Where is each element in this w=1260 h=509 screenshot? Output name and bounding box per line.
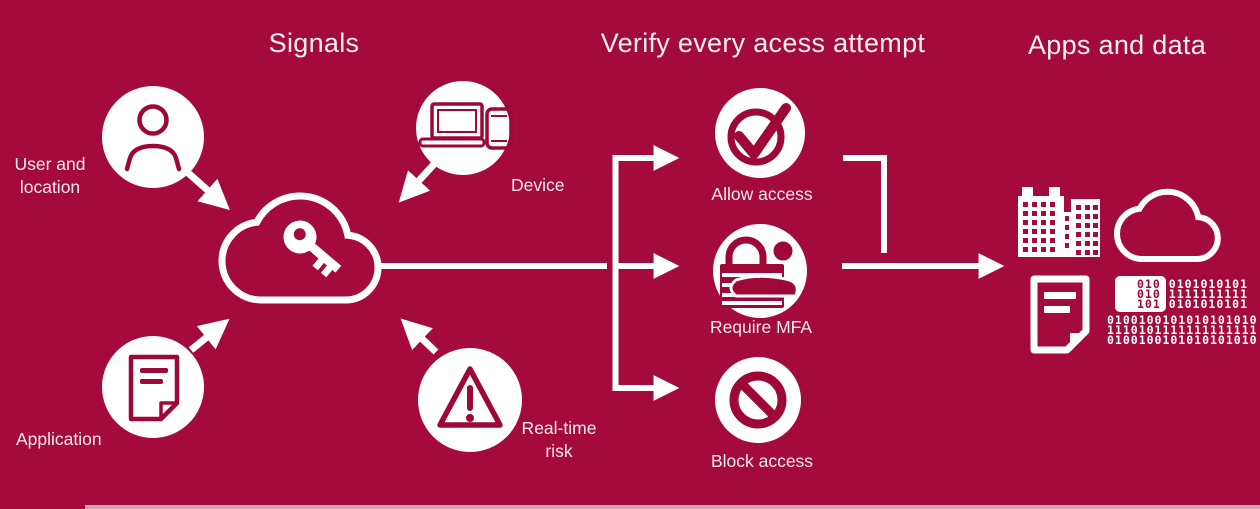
binary-row: 0101010101 [1168, 297, 1249, 311]
building-windows [1023, 202, 1098, 255]
user-to-cloud-arrow [183, 168, 230, 210]
person-icon [124, 104, 182, 172]
check-circle-icon [727, 103, 791, 166]
warning-icon [437, 366, 503, 428]
binary-data-icon: 010 010 101 0101010101 1111111111 010101… [1107, 276, 1258, 347]
device-node [416, 81, 513, 175]
device-label: Device [511, 175, 565, 195]
apps-and-data-icons [1018, 187, 1218, 354]
building-icon [1018, 187, 1100, 257]
allow-access-node [715, 88, 805, 178]
require-mfa-node [713, 224, 807, 318]
apps-title: Apps and data [1027, 30, 1207, 60]
devices-icon [418, 102, 513, 150]
cloud-outline [222, 196, 378, 300]
device-to-cloud-arrow [398, 159, 439, 203]
document-icon-apps [1030, 275, 1090, 354]
document-icon [128, 354, 180, 422]
signal-arrows [183, 159, 439, 355]
lock-person-icon [720, 236, 799, 308]
require-mfa-label: Require MFA [709, 317, 813, 337]
branch-connector [380, 145, 680, 401]
binary-box: 010 010 101 [1115, 276, 1166, 312]
allow-access-label: Allow access [711, 184, 813, 204]
application-to-cloud-arrow [188, 318, 230, 353]
block-access-node [715, 357, 801, 443]
bottom-edge-strip [85, 505, 1260, 509]
binary-box-row: 010 [1137, 287, 1161, 301]
signals-title: Signals [268, 28, 360, 58]
binary-row: 0100100101010101010 [1107, 313, 1258, 327]
binary-row: 1110101111111111111 [1107, 323, 1258, 337]
cloud-key-hub [222, 196, 378, 300]
cloud-icon [1117, 192, 1218, 259]
user-location-label: User and location [14, 154, 86, 197]
binary-row: 1111111111 [1168, 287, 1249, 301]
user-circle [102, 86, 204, 188]
binary-side-rows: 0101010101 1111111111 0101010101 [1168, 276, 1249, 311]
application-circle [102, 336, 204, 438]
key-icon [283, 220, 342, 278]
device-circle [416, 81, 510, 175]
risk-to-cloud-arrow [400, 318, 439, 355]
block-access-label: Block access [710, 451, 814, 471]
block-icon [729, 371, 787, 429]
risk-node [418, 348, 522, 452]
binary-row: 0101010101 [1168, 277, 1249, 291]
application-label: Application [16, 429, 102, 449]
verify-title: Verify every acess attempt [600, 28, 926, 58]
binary-bottom-rows: 0100100101010101010 1110101111111111111 … [1107, 313, 1258, 347]
allow-merge-line [843, 155, 887, 253]
output-connector [842, 155, 1005, 279]
user-location-node [102, 86, 204, 188]
application-node [102, 336, 204, 438]
binary-box-row: 010 [1137, 277, 1161, 291]
binary-box-row: 101 [1137, 297, 1161, 311]
binary-row: 0100100101010101010 [1107, 333, 1258, 347]
risk-label: Real-time risk [521, 418, 597, 461]
